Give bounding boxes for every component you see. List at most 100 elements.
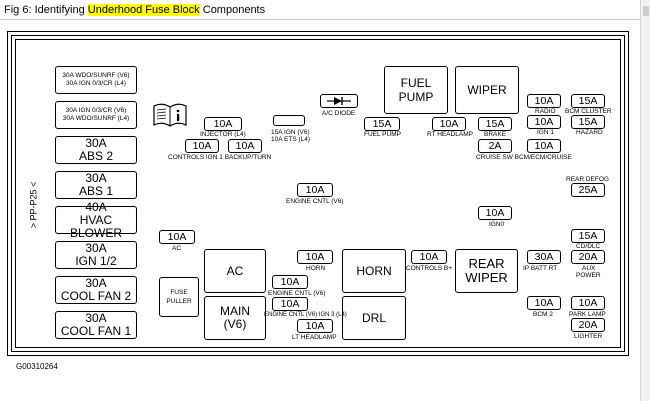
label-ac-diode: A/C DIODE <box>322 110 356 117</box>
fuse-ign0-value: 10A <box>485 207 505 219</box>
relay-main-line1: MAIN <box>220 304 250 318</box>
fuse-aux-power-value: 20A <box>578 251 598 263</box>
left-fuse-1-line1: 30A WDO/SUNRF (V6) <box>62 72 130 79</box>
left-fuse-cf1-line1: 30A <box>85 311 107 325</box>
left-fuse-cool-fan2: 30A COOL FAN 2 <box>55 276 137 304</box>
relay-main-line2: (V6) <box>223 317 247 331</box>
label-radio: RADIO <box>535 108 556 115</box>
fuse-engine-cntl-ign3-value: 10A <box>280 298 300 310</box>
fuse-ac: 10A <box>159 230 195 244</box>
left-fuse-hvac-blower: 40A HVAC BLOWER <box>55 200 137 239</box>
fuse-block-middle-frame <box>11 35 625 352</box>
fuse-controls-b: 10A <box>411 250 447 264</box>
fuse-engine-cntl-v6: 10A <box>272 275 308 289</box>
fuse-ip-batt-rt-value: 30A <box>534 251 554 263</box>
label-ign-ets-1: 15A IGN (V6) <box>271 129 310 136</box>
fuse-rt-headlamp-value: 10A <box>439 118 459 130</box>
left-fuse-abs1-line1: 30A <box>85 171 107 185</box>
fuse-lt-headlamp-value: 10A <box>305 320 325 332</box>
label-cruise-sw: CRUISE SW BCM/ECM/CRUISE <box>476 154 572 161</box>
fuse-fuel-pump-value: 15A <box>372 118 392 130</box>
label-lt-headlamp: LT HEADLAMP <box>292 334 337 341</box>
fuse-ign1: 10A <box>527 115 561 129</box>
label-fuel-pump: FUEL PUMP <box>364 131 401 138</box>
figure-code: G00310264 <box>16 362 58 371</box>
fuse-block-outer-frame <box>7 31 629 356</box>
relay-rear-wiper: REAR WIPER <box>455 249 518 293</box>
side-label: > PP-P25 < <box>28 182 38 229</box>
caption-suffix: Components <box>199 4 266 16</box>
label-lighter: LIGHTER <box>574 333 603 340</box>
left-fuse-abs2-line2: ABS 2 <box>78 149 114 163</box>
fuse-cruise-sw-value: 2A <box>488 140 502 152</box>
label-ip-batt-rt: IP BATT RT <box>523 265 558 272</box>
fuse-hazard: 15A <box>571 115 605 129</box>
fuse-ign-ets-slot <box>273 115 305 126</box>
relay-rear-wiper-line2: WIPER <box>465 270 508 285</box>
relay-fuel-pump: FUEL PUMP <box>384 66 448 114</box>
left-fuse-2: 30A IGN 0/3/CR (V6) 30A WDO/SUNRF (L4) <box>55 101 137 129</box>
label-aux-power-2: POWER <box>576 272 601 279</box>
label-engine-cntl-v6: ENGINE CNTL (V6) <box>268 290 326 297</box>
relay-wiper-label: WIPER <box>467 83 507 97</box>
fuse-brake: 15A <box>478 117 512 131</box>
relay-ac: AC <box>204 249 266 293</box>
label-ign1: IGN 1 <box>537 129 554 136</box>
label-controls-ign1: CONTROLS IGN 1 BACKUP/TURN <box>168 154 272 161</box>
label-injector: INJECTOR (L4) <box>200 131 246 138</box>
fuse-park-lamp: 10A <box>571 296 605 310</box>
fuse-bcm-cluster: 15A <box>571 94 605 108</box>
fuse-rt-headlamp: 10A <box>432 117 466 131</box>
left-fuse-cf1-line2: COOL FAN 1 <box>60 324 132 338</box>
left-fuse-cf2-line2: COOL FAN 2 <box>60 289 132 303</box>
fuse-cruise-10a: 10A <box>527 139 561 153</box>
left-fuse-cool-fan1: 30A COOL FAN 1 <box>55 311 137 339</box>
left-fuse-abs2: 30A ABS 2 <box>55 136 137 164</box>
relay-drl-label: DRL <box>361 311 386 325</box>
label-engine-cntl-ign3: ENGINE CNTL (V6) IGN 3 (L4) <box>264 312 347 318</box>
caption-highlight: Underhood Fuse Block <box>87 4 200 16</box>
label-controls-b: CONTROLS B+ <box>406 265 453 272</box>
relay-horn-label: HORN <box>356 264 392 278</box>
left-fuse-abs1: 30A ABS 1 <box>55 171 137 199</box>
relay-fuel-pump-label: FUEL PUMP <box>398 76 434 104</box>
label-cd-dlc: CD/DLC <box>576 243 601 250</box>
label-horn: HORN <box>306 265 326 272</box>
left-fuse-1: 30A WDO/SUNRF (V6) 30A IGN 0/3/CR (L4) <box>55 66 137 94</box>
scrollbar[interactable] <box>640 0 650 401</box>
fuse-engine-cntl-value: 10A <box>305 184 325 196</box>
left-fuse-hvac-line2: HVAC BLOWER <box>69 212 122 240</box>
label-brake: BRAKE <box>484 131 507 138</box>
left-fuse-cf2-line1: 30A <box>85 276 107 290</box>
left-fuse-abs2-line1: 30A <box>85 136 107 150</box>
label-engine-cntl: ENGINE CNTL (V6) <box>286 198 344 205</box>
label-rt-headlamp: RT HEADLAMP <box>427 131 473 138</box>
ac-diode <box>320 94 358 108</box>
figure-caption: Fig 6: Identifying Underhood Fuse Block … <box>0 0 650 20</box>
fuse-lighter-value: 20A <box>578 319 598 331</box>
diode-icon <box>327 97 351 105</box>
scrollbar-thumb[interactable] <box>643 6 649 16</box>
relay-drl: DRL <box>342 296 406 340</box>
label-aux-power-1: AUX <box>582 265 596 272</box>
fuse-ip-batt-rt: 30A <box>527 250 561 264</box>
fuse-radio-value: 10A <box>534 95 554 107</box>
fuse-controls-ign1: 10A <box>185 139 219 153</box>
label-park-lamp: PARK LAMP <box>569 311 606 318</box>
fuse-injector-value: 10A <box>213 118 233 130</box>
label-bcm-cluster: BCM CLUSTER <box>565 108 612 115</box>
fuse-rear-defog: 25A <box>571 183 605 197</box>
relay-rear-wiper-line1: REAR <box>468 256 505 271</box>
left-fuse-abs1-line2: ABS 1 <box>78 184 114 198</box>
fuse-cd-dlc-value: 15A <box>578 230 598 242</box>
fuse-fuel-pump: 15A <box>364 117 400 131</box>
label-bcm2: BCM 2 <box>533 311 553 318</box>
fuse-bcm2-value: 10A <box>534 297 554 309</box>
fuse-radio: 10A <box>527 94 561 108</box>
caption-prefix: Fig 6: Identifying <box>4 4 88 16</box>
fuse-block-inner-frame <box>15 39 621 348</box>
fuse-cd-dlc: 15A <box>571 229 605 243</box>
fuse-controls-b-value: 10A <box>419 251 439 263</box>
fuse-rear-defog-value: 25A <box>578 184 598 196</box>
fuse-bcm-cluster-value: 15A <box>578 95 598 107</box>
